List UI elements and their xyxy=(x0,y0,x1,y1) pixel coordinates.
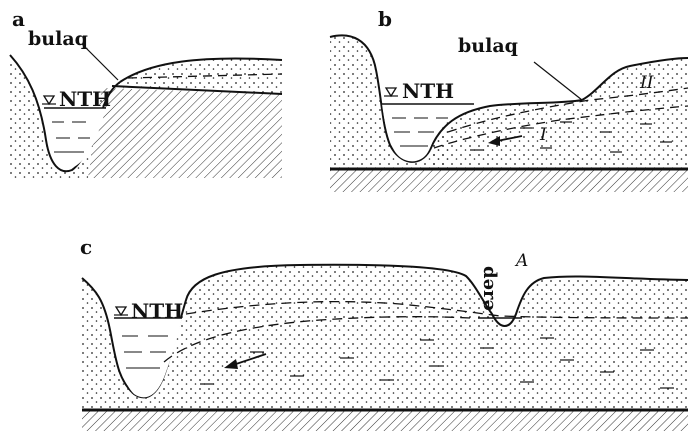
sand-layer xyxy=(115,58,282,94)
panel-b: b bulaq NTH II I xyxy=(330,7,688,192)
bedrock-strip-b xyxy=(330,170,688,192)
inverted-triangle-icon xyxy=(386,88,396,96)
panel-b-water-level-label: NTH xyxy=(402,79,454,103)
bedrock-strip-c xyxy=(82,411,688,431)
panel-a: a bulaq NTH xyxy=(10,7,282,178)
panel-c-letter: c xyxy=(80,235,92,259)
panel-c-point-label: A xyxy=(514,251,528,271)
panel-b-letter: b xyxy=(378,7,392,31)
inverted-triangle-icon xyxy=(44,96,54,104)
panel-c-water-level-label: NTH xyxy=(131,299,183,323)
panel-a-water-level-label: NTH xyxy=(59,87,111,111)
panel-b-spring-label: bulaq xyxy=(458,35,518,57)
panel-a-spring-label: bulaq xyxy=(28,28,88,50)
inverted-triangle-icon xyxy=(116,307,126,315)
horizon-i-label: I xyxy=(539,125,547,145)
panel-a-letter: a xyxy=(12,7,25,31)
bedrock-block xyxy=(88,88,282,178)
spring-leader-line-b xyxy=(534,62,582,100)
panel-c: c NTH dərə A xyxy=(80,235,688,431)
panel-c-river-label: dərə xyxy=(479,266,500,311)
horizon-ii-label: II xyxy=(639,73,654,93)
